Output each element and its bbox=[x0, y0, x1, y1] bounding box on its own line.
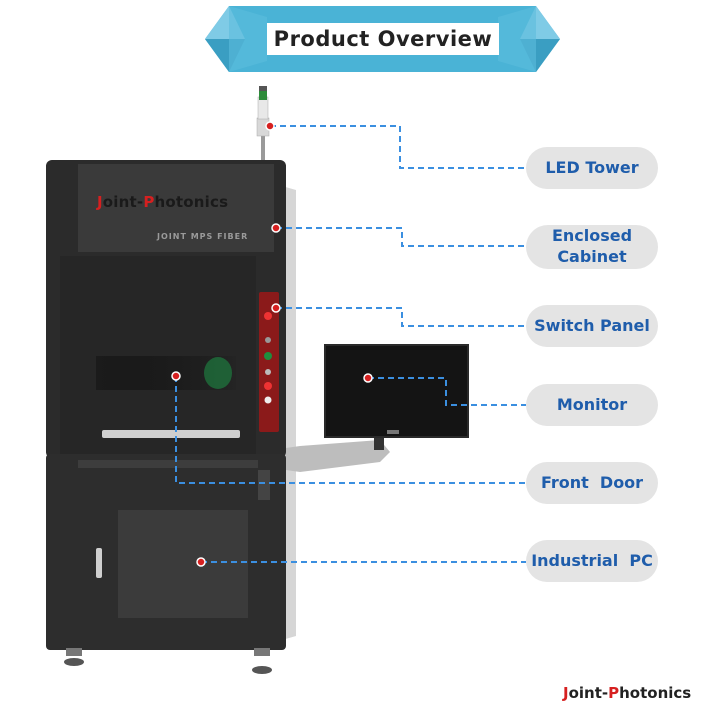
monitor-arm bbox=[286, 440, 390, 472]
label-front-door-text: Front Door bbox=[540, 472, 644, 492]
label-enclosed-cabinet-line1: Enclosed bbox=[551, 226, 633, 246]
label-led-tower: LED Tower bbox=[526, 147, 658, 189]
footer-brand-logo: Joint-Photonics bbox=[563, 684, 692, 702]
title-banner: Product Overview bbox=[205, 6, 560, 72]
machine-brand-logo: Joint-Photonics bbox=[97, 193, 229, 211]
front-door-marker bbox=[171, 371, 181, 381]
label-led-tower-text: LED Tower bbox=[545, 157, 639, 177]
industrial-pc-marker bbox=[196, 557, 206, 567]
led-tower-marker bbox=[265, 121, 275, 131]
label-enclosed-cabinet-line2: Cabinet bbox=[557, 247, 627, 266]
switch-panel bbox=[259, 292, 279, 432]
cabinet-marker bbox=[271, 223, 281, 233]
label-switch-panel: Switch Panel bbox=[526, 305, 658, 347]
label-monitor: Monitor bbox=[526, 384, 658, 426]
label-enclosed-cabinet: Enclosed Cabinet bbox=[526, 225, 658, 269]
label-switch-panel-text: Switch Panel bbox=[534, 315, 650, 335]
door-handle bbox=[102, 430, 240, 438]
page-title: Product Overview bbox=[267, 23, 499, 55]
label-industrial-pc: Industrial PC bbox=[526, 540, 658, 582]
machine-model-label: JOINT MPS FIBER bbox=[157, 232, 249, 241]
monitor-screen bbox=[324, 344, 469, 438]
label-front-door: Front Door bbox=[526, 462, 658, 504]
label-monitor-text: Monitor bbox=[556, 394, 628, 414]
label-industrial-pc-text: Industrial PC bbox=[531, 550, 653, 570]
switch-panel-marker bbox=[271, 303, 281, 313]
monitor-marker bbox=[363, 373, 373, 383]
pc-compartment-window bbox=[118, 510, 248, 618]
